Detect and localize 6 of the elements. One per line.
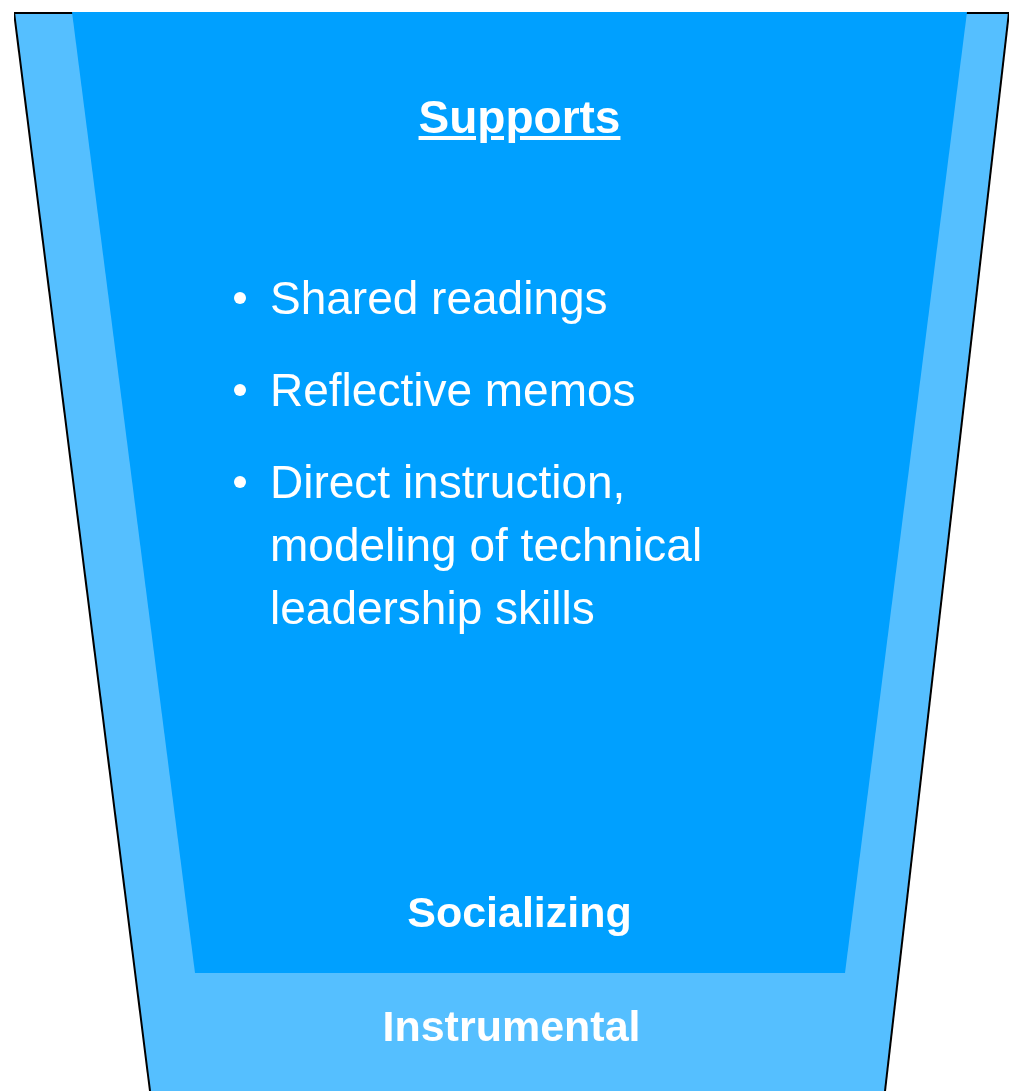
band-label: Instrumental: [381, 1002, 642, 1051]
bullet-item: Reflective memos: [270, 363, 637, 418]
band-label: Socializing: [407, 888, 632, 937]
heading: Supports: [418, 90, 621, 144]
bullet-item: Shared readings: [270, 271, 609, 326]
bullet-item: Direct instruction, modeling of technical leadership skills: [270, 455, 704, 636]
